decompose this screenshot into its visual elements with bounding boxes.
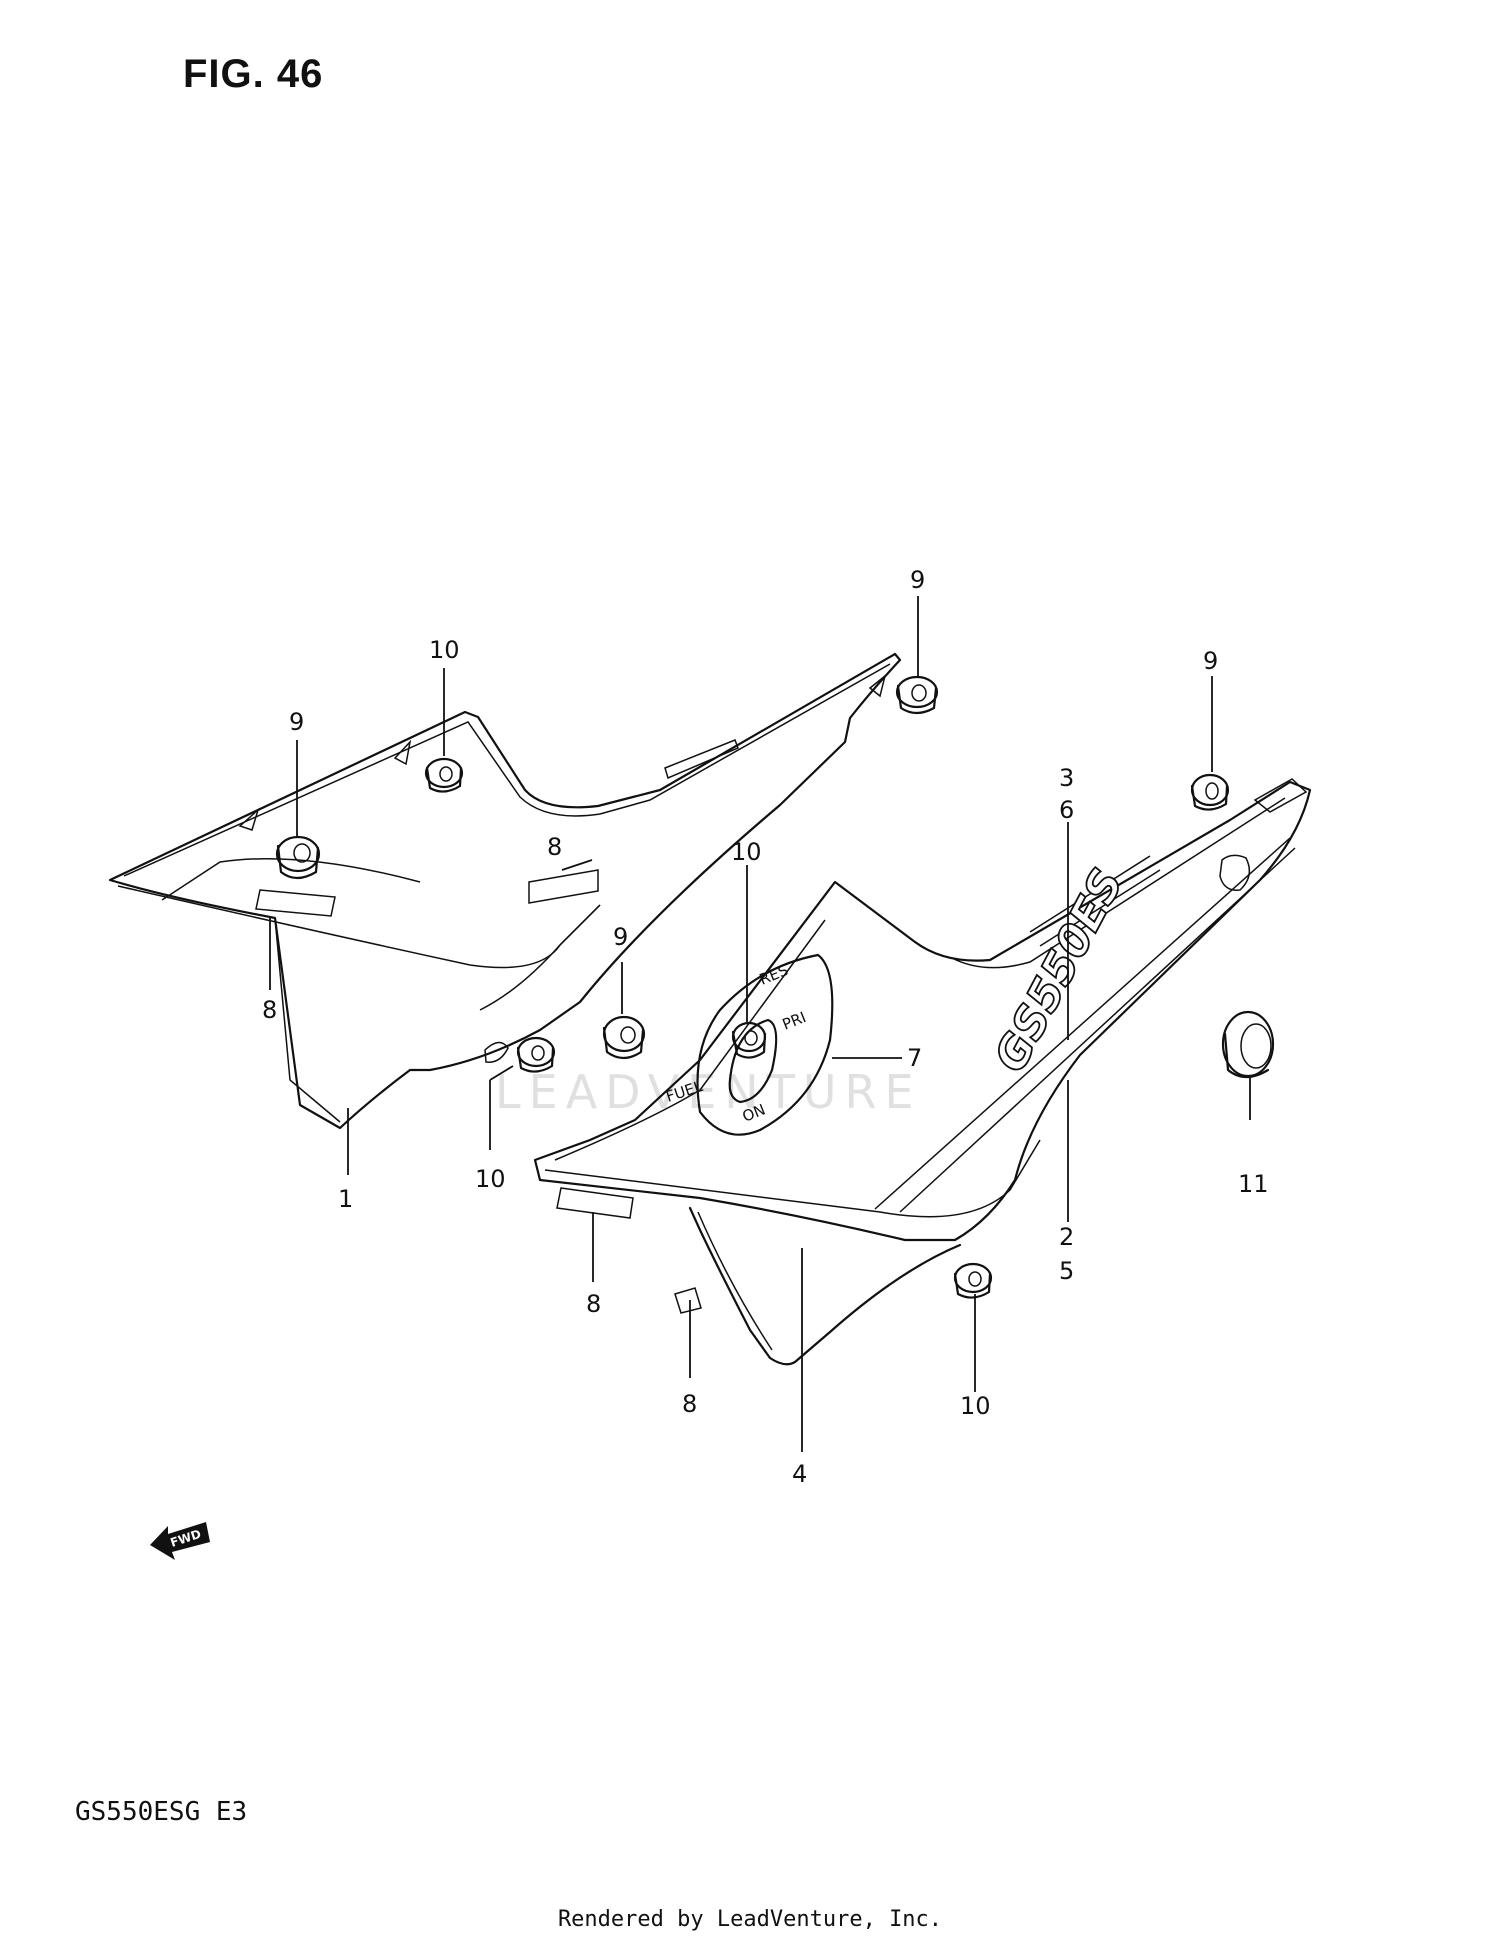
figure-title: FIG. 46 bbox=[183, 52, 324, 96]
grommet-10-lower-right bbox=[953, 1262, 993, 1299]
model-code: GS550ESG E3 bbox=[75, 1797, 248, 1827]
callout-8-lower: 8 bbox=[682, 1390, 697, 1418]
decal-lower bbox=[674, 1287, 702, 1314]
pri-label: PRI bbox=[780, 1008, 809, 1034]
decal-lower-left bbox=[556, 1187, 634, 1219]
callout-4: 4 bbox=[792, 1460, 807, 1488]
grommet-10-center bbox=[731, 1021, 767, 1059]
callout-5: 5 bbox=[1059, 1257, 1074, 1285]
callout-7: 7 bbox=[907, 1044, 922, 1072]
left-frame-cover bbox=[108, 652, 902, 1130]
callout-2: 2 bbox=[1059, 1223, 1074, 1251]
callout-9-center: 9 bbox=[613, 923, 628, 951]
res-label: RES bbox=[757, 961, 791, 989]
callout-6: 6 bbox=[1059, 796, 1074, 824]
callout-3: 3 bbox=[1059, 764, 1074, 792]
callout-1: 1 bbox=[338, 1185, 353, 1213]
footer-credit: Rendered by LeadVenture, Inc. bbox=[557, 1907, 943, 1932]
cap-11 bbox=[1221, 1010, 1275, 1079]
callout-10-left-mid: 10 bbox=[475, 1165, 506, 1193]
grommet-9-left-cover bbox=[275, 835, 321, 880]
callout-8-center: 8 bbox=[547, 833, 562, 861]
grommet-9-center bbox=[602, 1015, 646, 1060]
watermark: LEADVENTURE bbox=[495, 1065, 922, 1119]
callout-labels: 1 2 5 3 6 4 7 8 8 8 8 9 9 9 9 10 10 10 1… bbox=[262, 566, 1269, 1488]
lower-cover bbox=[688, 1206, 962, 1366]
right-frame-cover bbox=[533, 778, 1312, 1242]
callout-9-left: 9 bbox=[289, 708, 304, 736]
leader-lines bbox=[269, 596, 1251, 1452]
grommet-10-left-mid bbox=[516, 1036, 556, 1073]
grommet-9-top-right bbox=[895, 675, 939, 715]
callout-9-top: 9 bbox=[910, 566, 925, 594]
callout-8-left: 8 bbox=[262, 996, 277, 1024]
grommet-10-left-cover bbox=[424, 757, 464, 793]
callout-8-lower-left: 8 bbox=[586, 1290, 601, 1318]
grommets bbox=[275, 675, 1230, 1299]
callout-10-center: 10 bbox=[731, 838, 762, 866]
decal-left bbox=[255, 889, 336, 917]
callout-9-right: 9 bbox=[1203, 647, 1218, 675]
fwd-arrow-icon: FWD bbox=[150, 1522, 210, 1560]
callout-11: 11 bbox=[1238, 1170, 1269, 1198]
grommet-9-right bbox=[1190, 773, 1230, 811]
callout-10-lower-right: 10 bbox=[960, 1392, 991, 1420]
callout-10-left: 10 bbox=[429, 636, 460, 664]
decal-center bbox=[528, 869, 599, 904]
gs550es-emblem: GS550ES bbox=[985, 861, 1134, 1080]
